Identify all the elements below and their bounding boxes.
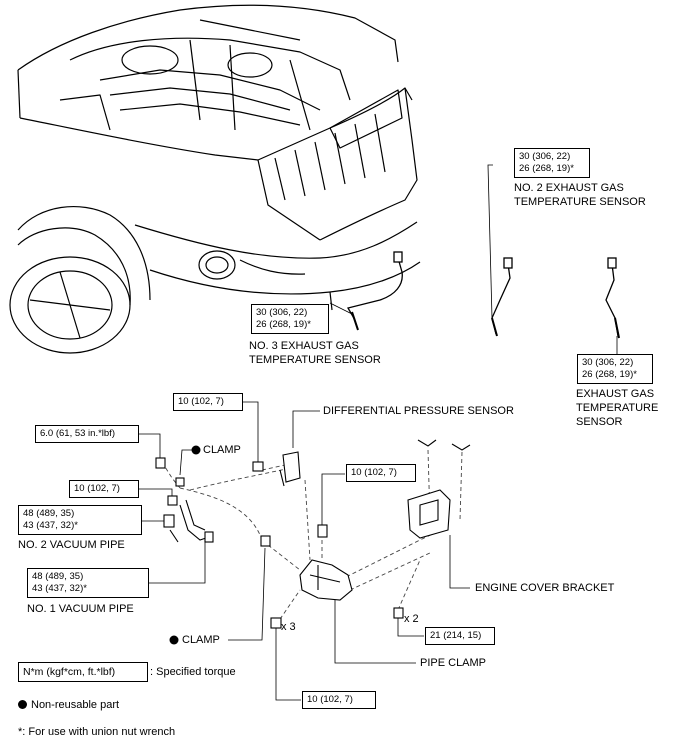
parts-drawings [155, 439, 471, 629]
torque-value: 21 (214, 15) [430, 630, 482, 641]
no2-vacuum-pipe-label: NO. 2 VACUUM PIPE [18, 539, 125, 551]
torque-value: 10 (102, 7) [178, 396, 224, 407]
torque-value-star: 26 (268, 19)* [582, 369, 637, 380]
torque-value: 30 (306, 22) [519, 151, 571, 162]
exhaust-sensor-label: EXHAUST GAS TEMPERATURE SENSOR [576, 388, 659, 428]
leader-lines [329, 164, 618, 355]
pipe-clamp-label: PIPE CLAMP [420, 657, 487, 669]
torque-value: 30 (306, 22) [582, 357, 634, 368]
torque-box-no2-sensor: 30 (306, 22) 26 (268, 19)* [514, 148, 590, 178]
qty-bolts-label: x 3 [281, 621, 296, 633]
torque-box-clamp-bolt-bottom: 10 (102, 7) [302, 691, 376, 709]
legend-union-note: *: For use with union nut wrench [18, 726, 176, 738]
legend-torque-unit-box: N*m (kgf*cm, ft.*lbf) [18, 662, 148, 682]
torque-value: 48 (489, 35) [32, 571, 84, 582]
no2-sensor-part [491, 257, 513, 337]
no3-sensor-part [347, 251, 403, 331]
no2-sensor-label: NO. 2 EXHAUST GAS TEMPERATURE SENSOR [514, 182, 646, 208]
clamp-bottom-label: CLAMP [182, 634, 220, 646]
clamp-bottom-mark [169, 635, 179, 645]
no1-vacuum-pipe-label: NO. 1 VACUUM PIPE [27, 603, 134, 615]
qty-bracket-label: x 2 [404, 613, 419, 625]
torque-box-vacuum-bolt: 10 (102, 7) [69, 480, 139, 498]
solid-leaders [138, 401, 470, 701]
torque-box-pipe-clamp-bolt: 10 (102, 7) [346, 464, 416, 482]
torque-value: 48 (489, 35) [23, 508, 75, 519]
torque-value: 10 (102, 7) [74, 483, 120, 494]
torque-value: 30 (306, 22) [256, 307, 308, 318]
torque-value: 10 (102, 7) [351, 467, 397, 478]
torque-box-diff-sensor-bolt: 10 (102, 7) [173, 393, 243, 411]
torque-value-star: 26 (268, 19)* [519, 163, 574, 174]
torque-value-star: 43 (437, 32)* [32, 583, 87, 594]
diff-pressure-sensor-label: DIFFERENTIAL PRESSURE SENSOR [323, 405, 514, 417]
torque-box-no3-sensor: 30 (306, 22) 26 (268, 19)* [251, 304, 329, 334]
torque-box-bracket-bolt: 21 (214, 15) [425, 627, 495, 645]
clamp-top-label: CLAMP [203, 444, 241, 456]
torque-value-star: 43 (437, 32)* [23, 520, 78, 531]
torque-box-clamp-nut: 6.0 (61, 53 in.*lbf) [35, 425, 139, 443]
torque-value: 6.0 (61, 53 in.*lbf) [40, 428, 115, 439]
engine-cover-bracket-label: ENGINE COVER BRACKET [475, 582, 615, 594]
legend-torque-desc: : Specified torque [150, 666, 236, 678]
legend-non-reusable: Non-reusable part [18, 698, 119, 712]
torque-box-no2-vacuum-pipe: 48 (489, 35) 43 (437, 32)* [18, 505, 142, 535]
torque-value-star: 26 (268, 19)* [256, 319, 311, 330]
torque-box-no1-vacuum-pipe: 48 (489, 35) 43 (437, 32)* [27, 568, 149, 598]
vehicle-illustration [9, 4, 421, 354]
non-reusable-dot-icon [18, 700, 27, 709]
torque-value: 10 (102, 7) [307, 694, 353, 705]
clamp-top-mark [191, 445, 201, 455]
exhaust-sensor-part [605, 257, 620, 339]
no3-sensor-label: NO. 3 EXHAUST GAS TEMPERATURE SENSOR [249, 340, 381, 366]
torque-box-exhaust-sensor: 30 (306, 22) 26 (268, 19)* [577, 354, 653, 384]
